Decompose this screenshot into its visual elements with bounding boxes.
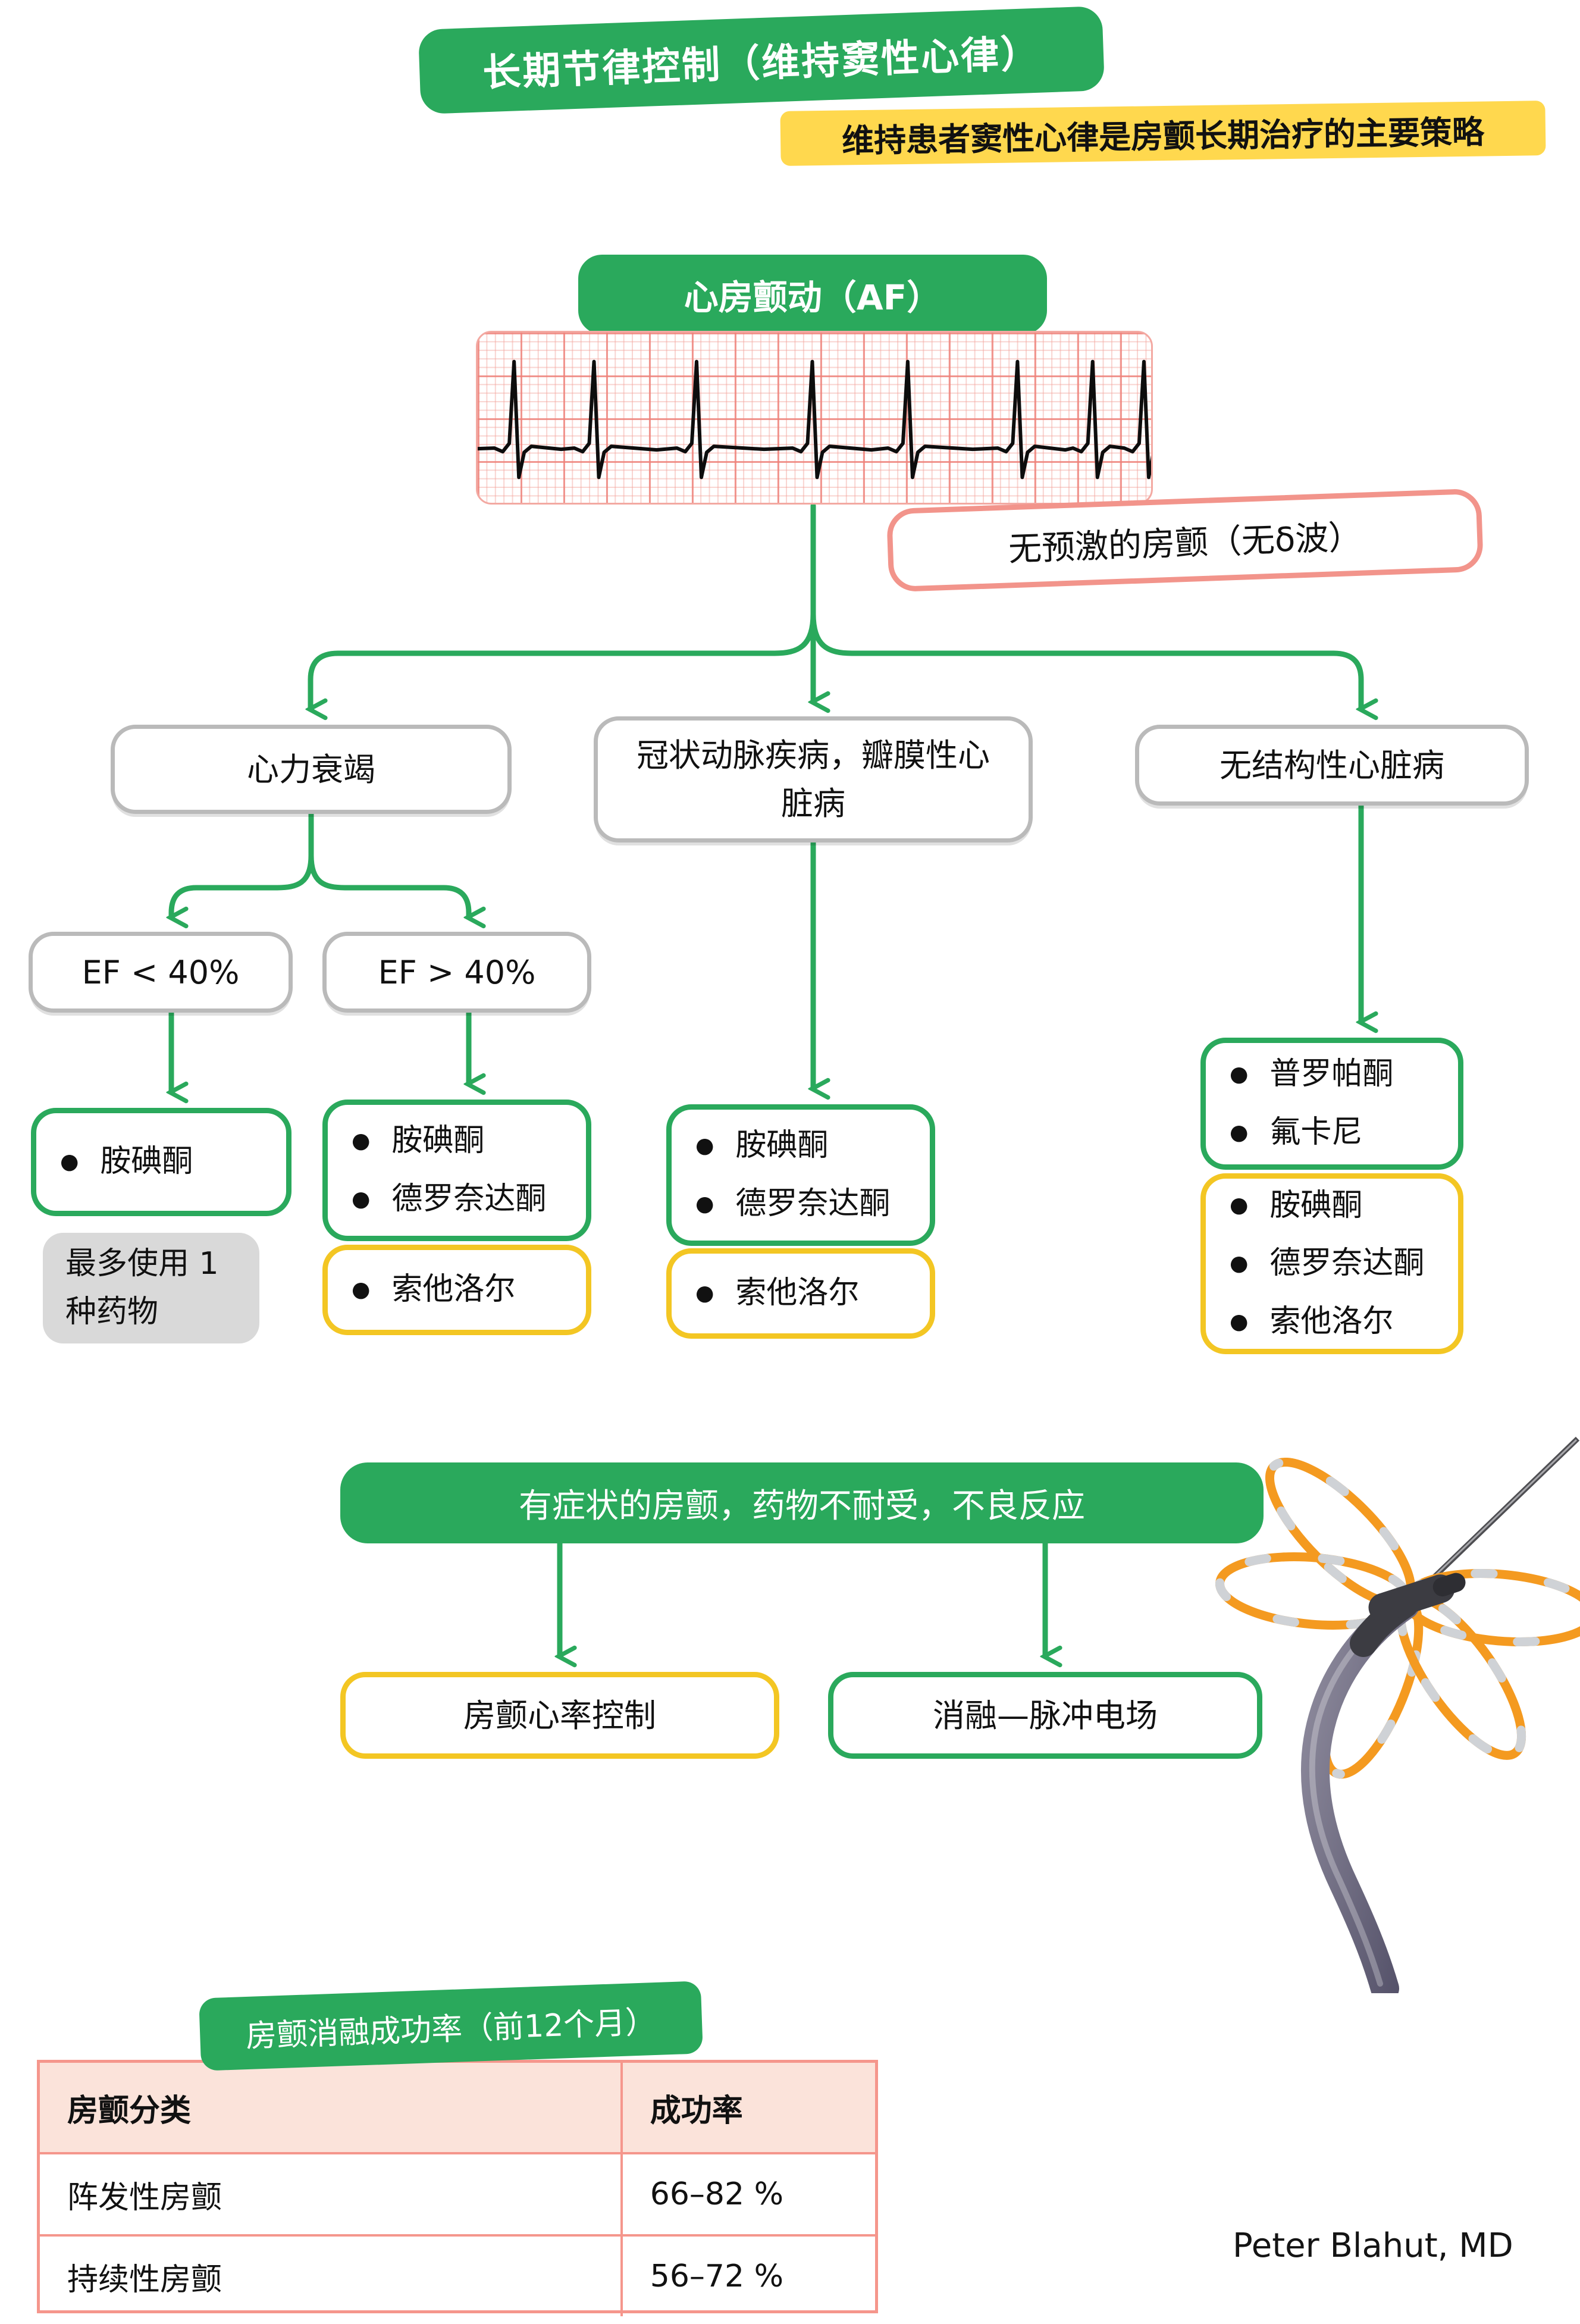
drug-item: ● 索他洛尔 (1230, 1302, 1434, 1342)
bullet-icon: ● (1230, 1251, 1249, 1276)
author-signature: Peter Blahut, MD (1233, 2226, 1513, 2265)
banner-symptomatic-af: 有症状的房颤，药物不耐受，不良反应 (340, 1462, 1264, 1543)
drug-label: 德罗奈达酮 (735, 1186, 891, 1221)
drug-label: 普罗帕酮 (1269, 1056, 1394, 1092)
node-heart-failure: 心力衰竭 (111, 725, 512, 814)
drugs-cad-green: ● 胺碘酮 ● 德罗奈达酮 (666, 1104, 935, 1246)
drug-item: ● 索他洛尔 (695, 1273, 906, 1314)
drug-item: ● 胺碘酮 (1230, 1186, 1434, 1226)
table-cell: 66–82 % (620, 2152, 875, 2234)
bullet-icon: ● (1230, 1120, 1249, 1145)
bullet-icon: ● (695, 1281, 714, 1305)
drug-label: 胺碘酮 (1269, 1187, 1363, 1223)
node-ablation-pfa: 消融—脉冲电场 (828, 1672, 1262, 1759)
drug-label: 氟卡尼 (1269, 1114, 1363, 1150)
drugs-ef-high-green: ● 胺碘酮 ● 德罗奈达酮 (322, 1100, 591, 1241)
node-cad-valvular: 冠状动脉疾病，瓣膜性心脏病 (594, 716, 1033, 842)
bullet-icon: ● (695, 1191, 714, 1216)
drug-item: ● 德罗奈达酮 (695, 1184, 906, 1224)
table-title: 房颤消融成功率（前12个月） (199, 1981, 703, 2071)
node-ef-above-40: EF > 40% (322, 932, 591, 1013)
drug-label: 胺碘酮 (391, 1123, 485, 1159)
bullet-icon: ● (1230, 1062, 1249, 1087)
node-rate-control: 房颤心率控制 (340, 1672, 779, 1759)
bullet-icon: ● (352, 1129, 371, 1154)
drug-label: 索他洛尔 (391, 1271, 516, 1308)
table-cell: 持续性房颤 (40, 2234, 620, 2316)
subtitle-note: 维持患者窦性心律是房颤长期治疗的主要策略 (780, 101, 1546, 166)
bullet-icon: ● (60, 1150, 79, 1174)
success-rate-table: 房颤分类 成功率 阵发性房颤 66–82 % 持续性房颤 56–72 % (37, 2060, 878, 2316)
node-ef-below-40: EF < 40% (29, 932, 293, 1013)
drug-item: ● 索他洛尔 (352, 1270, 562, 1310)
drug-label: 德罗奈达酮 (391, 1181, 547, 1217)
drug-item: ● 普罗帕酮 (1230, 1054, 1434, 1095)
guidewire (1407, 1436, 1580, 1603)
node-no-structural-disease: 无结构性心脏病 (1135, 725, 1529, 806)
table-header-success-rate: 成功率 (620, 2063, 875, 2152)
page-title: 长期节律控制（维持窦性心律） (418, 5, 1105, 115)
drugs-no-structural-yellow: ● 胺碘酮 ● 德罗奈达酮 ● 索他洛尔 (1200, 1173, 1463, 1354)
drug-item: ● 氟卡尼 (1230, 1113, 1434, 1153)
drug-label: 德罗奈达酮 (1269, 1245, 1425, 1282)
bullet-icon: ● (1230, 1193, 1249, 1218)
drug-item: ● 德罗奈达酮 (352, 1179, 562, 1220)
drug-item: ● 胺碘酮 (352, 1121, 562, 1161)
drugs-cad-yellow: ● 索他洛尔 (666, 1248, 935, 1339)
drug-label: 胺碘酮 (100, 1144, 193, 1180)
drug-item: ● 胺碘酮 (695, 1126, 906, 1166)
bullet-icon: ● (1230, 1309, 1249, 1334)
table-header-af-class: 房颤分类 (40, 2063, 620, 2152)
bullet-icon: ● (352, 1277, 371, 1302)
drug-label: 索他洛尔 (1269, 1303, 1394, 1339)
drug-item: ● 胺碘酮 (60, 1142, 262, 1182)
ecg-trace (478, 359, 1151, 480)
drug-label: 索他洛尔 (735, 1275, 860, 1311)
bullet-icon: ● (352, 1186, 371, 1211)
note-max-one-drug: 最多使用 1 种药物 (43, 1233, 259, 1343)
drug-item: ● 德罗奈达酮 (1230, 1244, 1434, 1284)
drugs-no-structural-green: ● 普罗帕酮 ● 氟卡尼 (1200, 1038, 1463, 1170)
table-cell: 阵发性房颤 (40, 2152, 620, 2234)
node-atrial-fibrillation: 心房颤动（AF） (578, 255, 1047, 334)
bullet-icon: ● (695, 1133, 714, 1158)
ecg-strip (476, 331, 1153, 505)
drugs-ef-low-green: ● 胺碘酮 (31, 1108, 291, 1216)
catheter-shaft (1300, 1591, 1419, 1993)
drug-label: 胺碘酮 (735, 1127, 829, 1164)
note-text: 最多使用 1 种药物 (65, 1246, 219, 1330)
table-cell: 56–72 % (620, 2234, 875, 2316)
drugs-ef-high-yellow: ● 索他洛尔 (322, 1245, 591, 1335)
